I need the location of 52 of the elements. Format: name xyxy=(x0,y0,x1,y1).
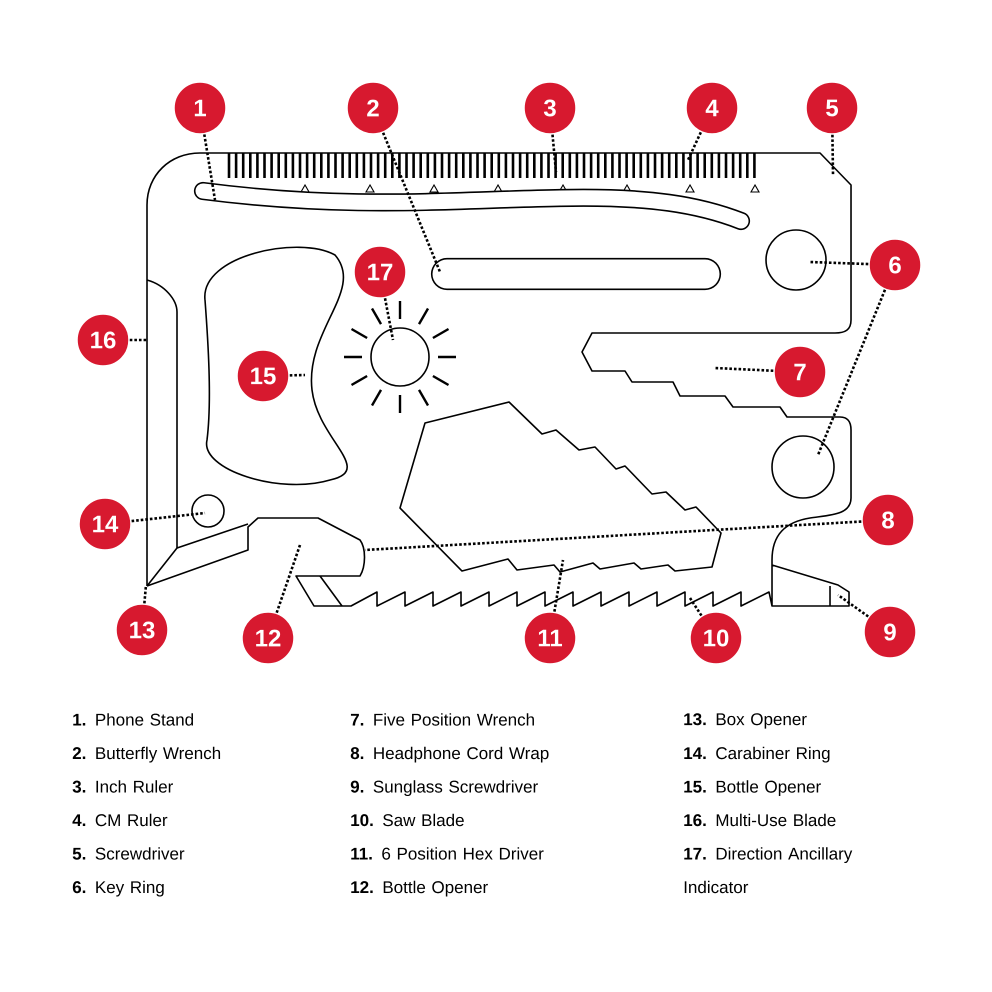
callout-number: 13 xyxy=(115,603,169,657)
callout-number: 7 xyxy=(773,345,827,399)
leader-line xyxy=(275,544,302,614)
feature-list-item: 16. Multi-Use Blade xyxy=(684,814,836,826)
leader-line xyxy=(837,594,869,618)
callout-number: 9 xyxy=(863,605,917,659)
leader-line xyxy=(714,366,774,372)
feature-list-item: 3. Inch Ruler xyxy=(72,780,173,793)
leader-line xyxy=(290,374,306,377)
leader-line xyxy=(551,134,558,172)
callout-number: 17 xyxy=(353,245,407,299)
feature-list-item: 7. Five Position Wrench xyxy=(350,713,534,726)
callout-number: 3 xyxy=(523,81,577,135)
callout-number: 5 xyxy=(805,81,859,135)
feature-list-item: 12. Bottle Opener xyxy=(351,880,488,897)
feature-list-item: 1. Phone Stand xyxy=(73,713,194,726)
feature-list-item: 11. 6 Position Hex Driver xyxy=(351,847,544,860)
feature-list-item: 8. Headphone Cord Wrap xyxy=(350,746,549,763)
callout-number: 8 xyxy=(861,493,915,547)
feature-list-item: 17. Direction Ancillary Indicator xyxy=(684,847,852,894)
feature-list-item: 14. Carabiner Ring xyxy=(684,746,830,763)
leader-line xyxy=(130,338,147,342)
callout-number: 12 xyxy=(241,611,295,665)
leader-line xyxy=(382,132,442,272)
feature-list-item: 9. Sunglass Screwdriver xyxy=(350,780,538,796)
leader-line xyxy=(143,584,148,604)
feature-list-item: 2. Butterfly Wrench xyxy=(72,746,220,763)
leader-line xyxy=(384,298,394,340)
leader-line xyxy=(364,520,862,552)
leader-line xyxy=(131,512,206,522)
leader-line xyxy=(688,597,703,616)
callout-number: 14 xyxy=(78,497,132,551)
feature-list-item: 4. CM Ruler xyxy=(72,814,168,826)
leader-line xyxy=(816,289,886,456)
leader-line xyxy=(203,134,216,200)
feature-list-item: 15. Bottle Opener xyxy=(684,780,821,796)
callout-number: 2 xyxy=(346,81,400,135)
leader-line xyxy=(831,134,834,176)
callout-number: 6 xyxy=(868,238,922,292)
leader-line xyxy=(810,260,868,266)
callout-number: 16 xyxy=(76,313,130,367)
callout-number: 11 xyxy=(523,611,577,665)
feature-list-item: 13. Box Opener xyxy=(684,713,807,729)
feature-list-item: 10. Saw Blade xyxy=(351,814,464,826)
callout-number: 1 xyxy=(173,81,227,135)
leader-line xyxy=(553,560,564,612)
feature-list-item: 6. Key Ring xyxy=(72,880,164,897)
callout-number: 10 xyxy=(689,611,743,665)
callout-number: 15 xyxy=(236,349,290,403)
callout-number: 4 xyxy=(685,81,739,135)
leader-line xyxy=(686,132,702,161)
feature-list-item: 5. Screwdriver xyxy=(72,847,184,860)
